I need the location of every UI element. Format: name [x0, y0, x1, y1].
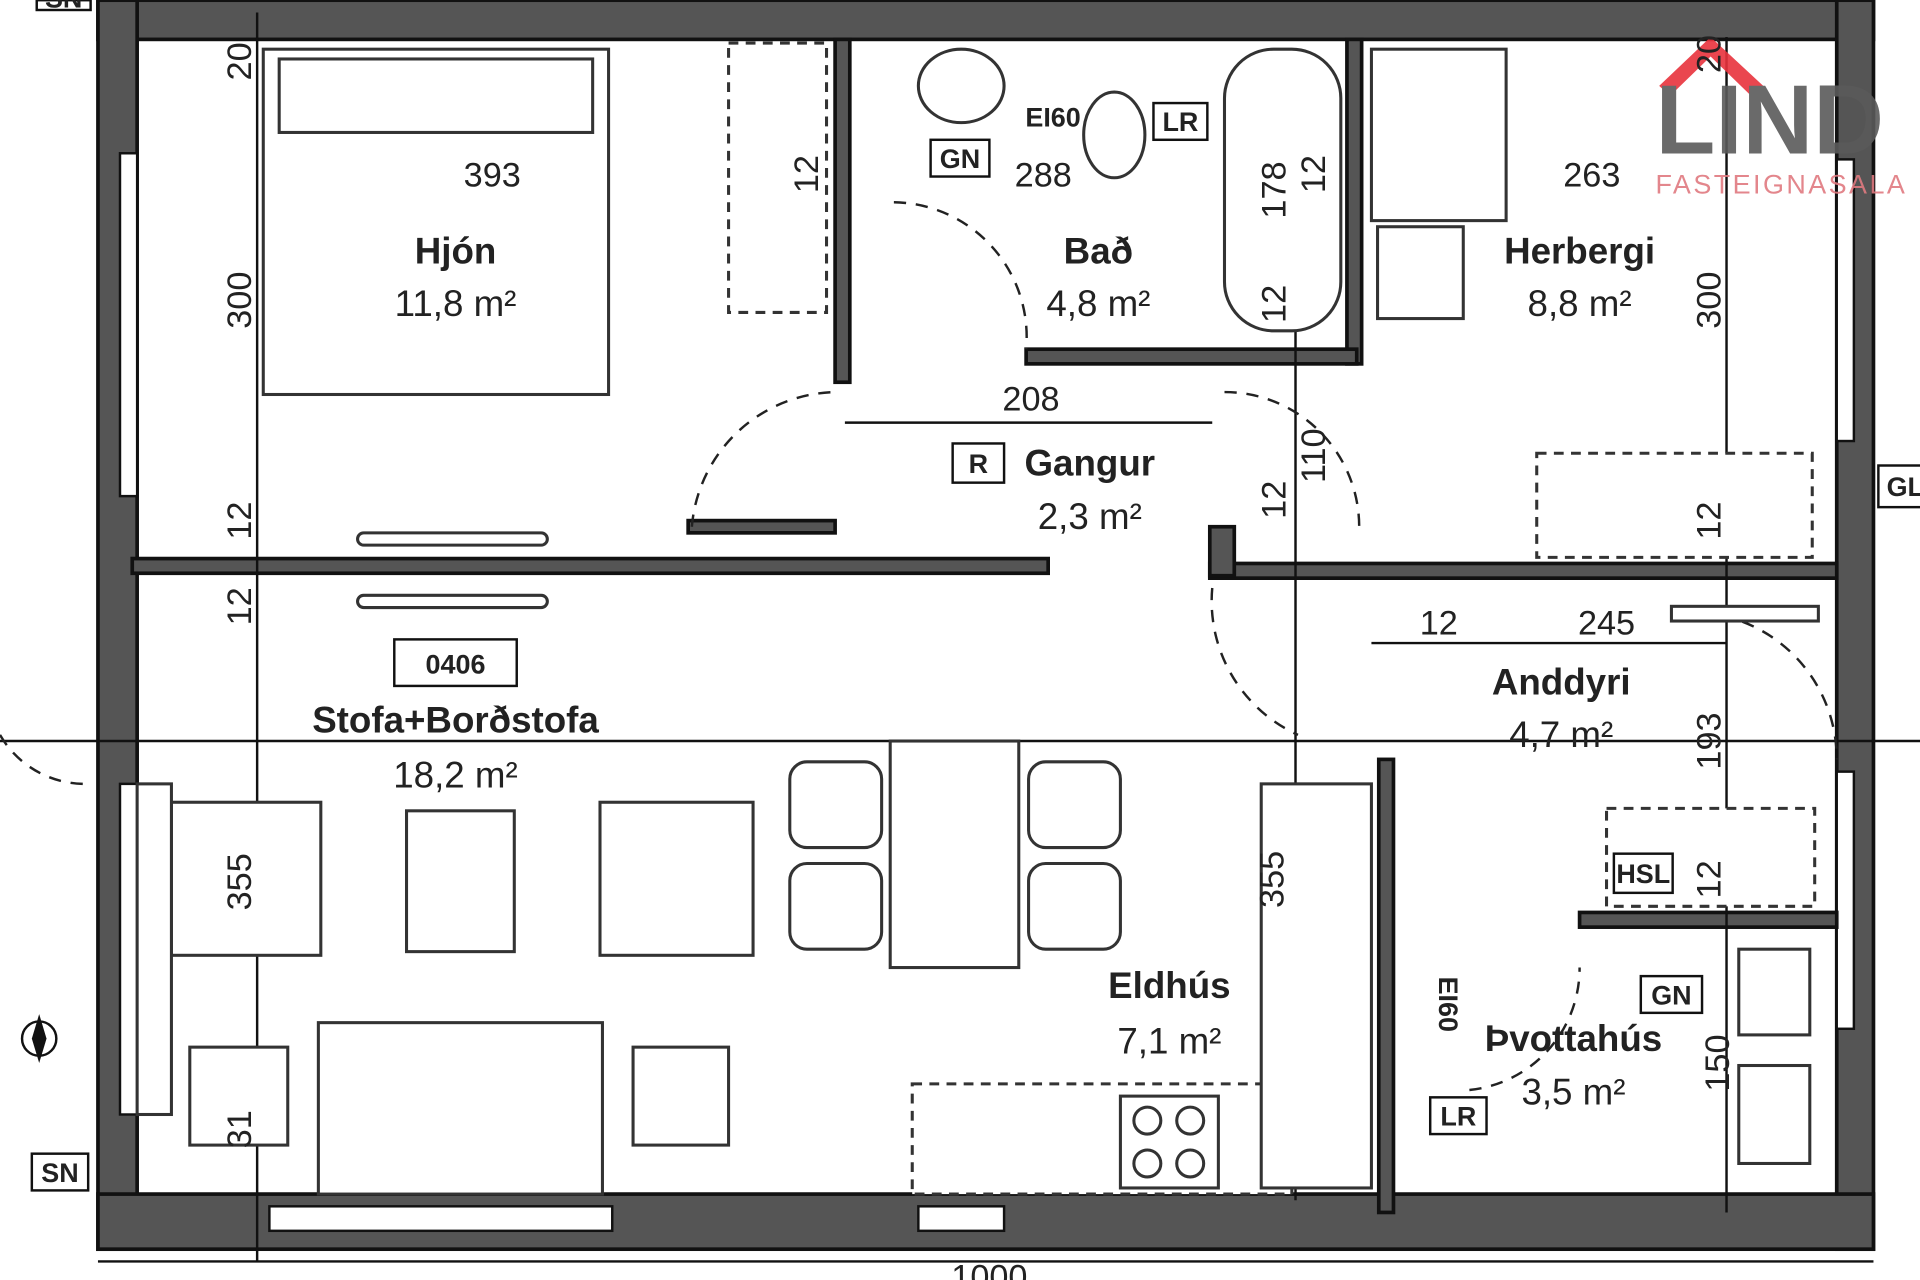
washer — [1737, 947, 1812, 1037]
tag-sn-top: SN — [45, 0, 82, 14]
total-width-label: 1000 — [951, 1258, 1027, 1280]
anddyri-width-label: 245 — [1578, 604, 1635, 642]
room-area-herbergi: 8,8 m² — [1528, 283, 1632, 324]
tag-hsl: HSL — [1616, 859, 1670, 889]
herbergi-top-label: 20 — [1690, 35, 1728, 73]
bad-tub-label: 178 — [1256, 161, 1294, 218]
sink — [916, 47, 1006, 125]
wardrobe — [727, 41, 829, 314]
room-area-eldhus: 7,1 m² — [1117, 1020, 1221, 1061]
tv-unit — [135, 782, 173, 1117]
logo-name: LIND — [1656, 64, 1885, 174]
anddyri-wall-right-label: 12 — [1690, 502, 1728, 540]
hjon-top-label: 20 — [221, 42, 259, 80]
tag-gl: GL — [1887, 472, 1920, 502]
gangur-height-label: 110 — [1295, 428, 1333, 483]
tag-gn-laundry: GN — [1651, 980, 1691, 1010]
tag-ei60-bath: EI60 — [1025, 102, 1080, 132]
room-labels: Hjón 11,8 m² Bað 4,8 m² Herbergi 8,8 m² … — [312, 230, 1662, 1112]
room-area-stofa: 18,2 m² — [393, 755, 517, 796]
room-name-gangur: Gangur — [1025, 442, 1156, 483]
dryer — [1737, 1063, 1812, 1165]
herbergi-height-label: 300 — [1690, 272, 1728, 329]
tag-lr-laundry: LR — [1440, 1102, 1476, 1132]
eldhus-height-label: 355 — [1253, 851, 1291, 908]
tag-r: R — [969, 449, 988, 479]
room-name-thvottahus: Þvottahús — [1485, 1018, 1663, 1059]
thvott-wall-label: 12 — [1690, 860, 1728, 898]
furniture — [135, 41, 1820, 1196]
room-area-gangur: 2,3 m² — [1038, 496, 1142, 537]
room-name-bad: Bað — [1064, 230, 1133, 271]
interior-walls — [130, 37, 1839, 1215]
room-name-anddyri: Anddyri — [1492, 661, 1631, 702]
coffee-table — [405, 809, 516, 954]
tag-lr-bath: LR — [1162, 107, 1198, 137]
armchair-right — [598, 800, 755, 957]
stove — [1118, 1094, 1220, 1190]
room-name-hjon: Hjón — [415, 230, 497, 271]
north-arrow-icon — [20, 1014, 58, 1064]
room-area-anddyri: 4,7 m² — [1509, 714, 1613, 755]
unit-number: 0406 — [426, 650, 486, 680]
stofa-wall-label: 12 — [221, 587, 259, 625]
sofa — [316, 1021, 604, 1196]
hjon-height-label: 300 — [221, 272, 259, 329]
gangur-width-label: 208 — [1002, 380, 1059, 418]
door-swings — [0, 201, 1838, 1092]
kitchen-counter — [910, 1082, 1294, 1196]
fixture-tags: GN LR EI60 R HSL GN LR EI60 SN SN GL — [20, 0, 1920, 1192]
lind-logo: LIND FASTEIGNASALA — [1656, 36, 1908, 200]
hjon-wall-label: 12 — [221, 502, 259, 540]
room-area-thvottahus: 3,5 m² — [1521, 1072, 1625, 1113]
thvott-height-label: 150 — [1699, 1034, 1737, 1091]
bathtub — [1222, 47, 1343, 333]
bad-wall-bottom-label: 12 — [1256, 285, 1294, 323]
bad-wall-right-label: 12 — [1295, 155, 1333, 193]
laundry-closet — [1605, 806, 1817, 908]
armchair-left — [169, 800, 323, 957]
hjon-width-label: 393 — [464, 156, 521, 194]
room-area-hjon: 11,8 m² — [395, 283, 517, 324]
bad-width-label: 288 — [1015, 156, 1072, 194]
toilet — [1082, 90, 1147, 180]
tag-ei60-laundry: EI60 — [1433, 977, 1463, 1032]
room-name-herbergi: Herbergi — [1504, 230, 1655, 271]
logo-subtitle: FASTEIGNASALA — [1656, 170, 1908, 200]
stofa-bottom-label: 31 — [221, 1110, 259, 1148]
desk — [1369, 47, 1508, 223]
anddyri-wall-label: 12 — [1420, 604, 1458, 642]
dimension-labels: 393 20 300 12 288 12 178 12 12 263 20 30… — [221, 35, 1737, 1280]
stofa-height-label: 355 — [221, 853, 259, 910]
herbergi-width-label: 263 — [1563, 156, 1620, 194]
bad-wall-left-label: 12 — [788, 155, 826, 193]
room-name-eldhus: Eldhús — [1108, 965, 1230, 1006]
tag-sn-bottom: SN — [41, 1158, 78, 1188]
dining-table — [888, 739, 1021, 970]
closet — [1535, 451, 1814, 559]
gangur-wall-label: 12 — [1256, 481, 1294, 519]
room-name-stofa: Stofa+Borðstofa — [312, 699, 599, 740]
exterior-walls — [96, 0, 1876, 1252]
room-area-bad: 4,8 m² — [1046, 283, 1150, 324]
tag-gn-bath: GN — [940, 144, 980, 174]
anddyri-height-label: 193 — [1690, 712, 1728, 769]
